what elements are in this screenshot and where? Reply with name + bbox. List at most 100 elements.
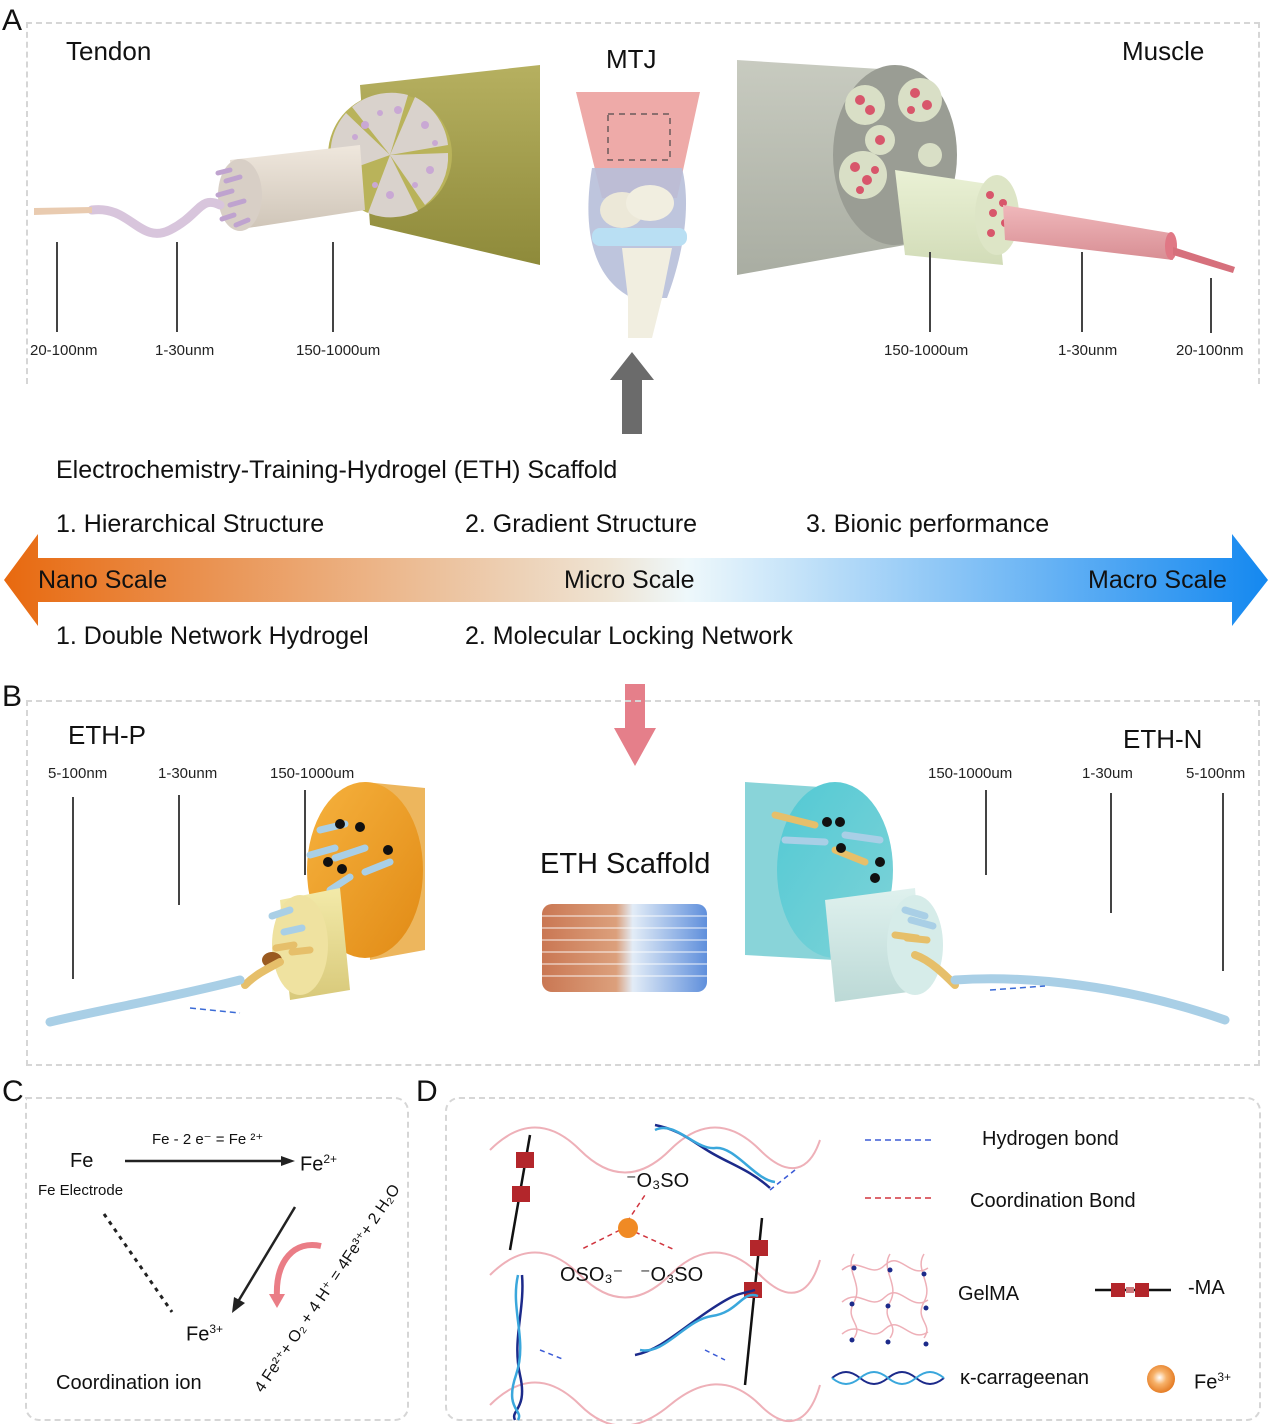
coordination-bonds	[579, 1194, 676, 1251]
tendon-scale-label: 150-1000um	[296, 342, 381, 359]
fibre-cross-section	[218, 159, 262, 231]
ma-crosslinks	[512, 1152, 768, 1298]
tendon-scale-label: 20-100nm	[30, 342, 98, 359]
collagen-molecule	[34, 207, 92, 215]
eth-p-scale-line-2	[178, 795, 180, 905]
scale-gradient-arrow	[4, 534, 1268, 626]
nano-scale-label: Nano Scale	[38, 566, 168, 594]
dotted-line-fe-to-fe3	[102, 1213, 174, 1313]
sulfate-group: OSO₃⁻	[560, 1264, 624, 1286]
tendon-hierarchy-illustration	[34, 65, 540, 265]
muscle-scale-line-2	[1081, 252, 1083, 332]
coordination-bond-legend-line	[865, 1197, 933, 1199]
muscle-label: Muscle	[1122, 36, 1205, 66]
panel-b-frame	[26, 700, 1260, 1066]
eth-scaffold-cube	[542, 904, 707, 992]
carrageenan-legend-icon	[831, 1371, 945, 1385]
gelma-legend-label: GelMA	[958, 1283, 1020, 1305]
sulfate-group: ⁻O₃SO	[626, 1170, 690, 1192]
eth-p-scale-label: 150-1000um	[270, 765, 355, 782]
tibia	[622, 248, 672, 338]
gelma-legend-icon	[841, 1253, 929, 1347]
reaction-oxidation: Fe - 2 e⁻ = Fe ²⁺	[152, 1131, 264, 1148]
muscle-fibre	[895, 170, 1003, 265]
eth-n-nano-fibre	[950, 974, 1230, 1025]
tendon-scale-label: 1-30unm	[155, 342, 215, 359]
meniscus	[592, 228, 687, 246]
panel-c-frame	[25, 1097, 409, 1421]
muscle-scale-line-1	[929, 252, 931, 332]
feature-bottom: 1. Double Network Hydrogel	[56, 622, 369, 650]
carrageenan-helices	[510, 1123, 776, 1421]
eth-p-scale-line-3	[304, 790, 306, 875]
tendon-label: Tendon	[66, 36, 152, 66]
muscle-hierarchy-illustration	[737, 60, 1235, 275]
fibril	[87, 197, 225, 238]
eth-n-scale-line-1	[985, 790, 987, 875]
hydrogen-bond-legend-label: Hydrogen bond	[982, 1128, 1119, 1150]
molecular-network-diagram	[489, 1123, 821, 1424]
fe3-legend-label: Fe3+	[1194, 1370, 1231, 1395]
ma-legend-icon	[1095, 1283, 1171, 1297]
ma-legend-label: -MA	[1188, 1277, 1225, 1299]
coordination-ion-label: Coordination ion	[56, 1372, 202, 1394]
macro-scale-label: Macro Scale	[1088, 566, 1227, 594]
fe2-charge: 2+	[323, 1152, 338, 1166]
tendon-scale-line-3	[332, 242, 334, 332]
panel-a-letter: A	[2, 4, 23, 37]
muscle-scale-label: 1-30unm	[1058, 342, 1118, 359]
fe3-ion-label: Fe3+	[186, 1322, 223, 1347]
panel-b-letter: B	[2, 680, 23, 713]
panel-d-letter: D	[416, 1075, 438, 1108]
fe3-legend-charge: 3+	[1217, 1370, 1232, 1384]
tendon-scale-line-2	[176, 242, 178, 332]
eth-n-scale-label: 150-1000um	[928, 765, 1013, 782]
down-arrow-icon	[614, 684, 656, 766]
panel-d-frame	[445, 1097, 1261, 1421]
eth-n-label: ETH-N	[1123, 724, 1203, 754]
fe-electrode-label: Fe Electrode	[38, 1182, 124, 1199]
eth-p-label: ETH-P	[68, 720, 146, 750]
fe2-symbol: Fe	[300, 1153, 324, 1176]
tendon-scale-line-1	[56, 242, 58, 332]
muscle-scale-label: 20-100nm	[1176, 342, 1244, 359]
eth-p-scale-line-1	[72, 797, 74, 979]
fe2-ion-label: Fe2+	[300, 1152, 337, 1177]
gelma-chains	[489, 1126, 821, 1424]
panel-c-letter: C	[2, 1075, 24, 1108]
muscle-scale-line-3	[1210, 278, 1212, 333]
carrageenan-legend-label: κ-carrageenan	[960, 1367, 1089, 1389]
coordination-bond-legend-label: Coordination Bond	[970, 1190, 1136, 1212]
fe3-symbol: Fe	[186, 1323, 210, 1346]
feature-top: 2. Gradient Structure	[465, 510, 698, 538]
eth-p-scale-label: 5-100nm	[48, 765, 108, 782]
sulfate-group: ⁻O₃SO	[640, 1264, 704, 1286]
eth-scaffold-label: ETH Scaffold	[540, 848, 711, 880]
fe3-legend-symbol: Fe	[1194, 1371, 1218, 1394]
scaffold-title: Electrochemistry-Training-Hydrogel (ETH)…	[56, 456, 618, 484]
eth-n-scale-label: 5-100nm	[1186, 765, 1246, 782]
up-arrow-icon	[610, 352, 654, 434]
eth-n-scale-label: 1-30um	[1082, 765, 1133, 782]
curved-arrow-icon	[269, 1241, 322, 1308]
eth-n-illustration	[745, 782, 1230, 1025]
fe3-ion-node	[618, 1218, 638, 1238]
junction-highlight-box	[607, 113, 671, 161]
arrow-fe-to-fe2	[125, 1156, 295, 1166]
eth-p-illustration	[45, 782, 425, 1027]
fe3-legend-icon	[1147, 1365, 1175, 1393]
feature-top: 1. Hierarchical Structure	[56, 510, 325, 538]
hydrogen-bond-legend-line	[865, 1139, 933, 1141]
feature-top: 3. Bionic performance	[806, 510, 1050, 538]
myofilament	[1173, 247, 1235, 273]
arrow-fe2-to-fe3	[232, 1206, 297, 1313]
muscle-scale-label: 150-1000um	[884, 342, 969, 359]
eth-p-scale-label: 1-30unm	[158, 765, 218, 782]
mtj-label: MTJ	[606, 44, 657, 74]
fe3-charge: 3+	[209, 1322, 224, 1336]
micro-scale-label: Micro Scale	[564, 566, 695, 594]
eth-n-scale-line-2	[1110, 793, 1112, 913]
eth-n-scale-line-3	[1222, 793, 1224, 971]
eth-p-nano-fibre	[45, 975, 245, 1027]
fibre-bundle	[230, 145, 365, 230]
